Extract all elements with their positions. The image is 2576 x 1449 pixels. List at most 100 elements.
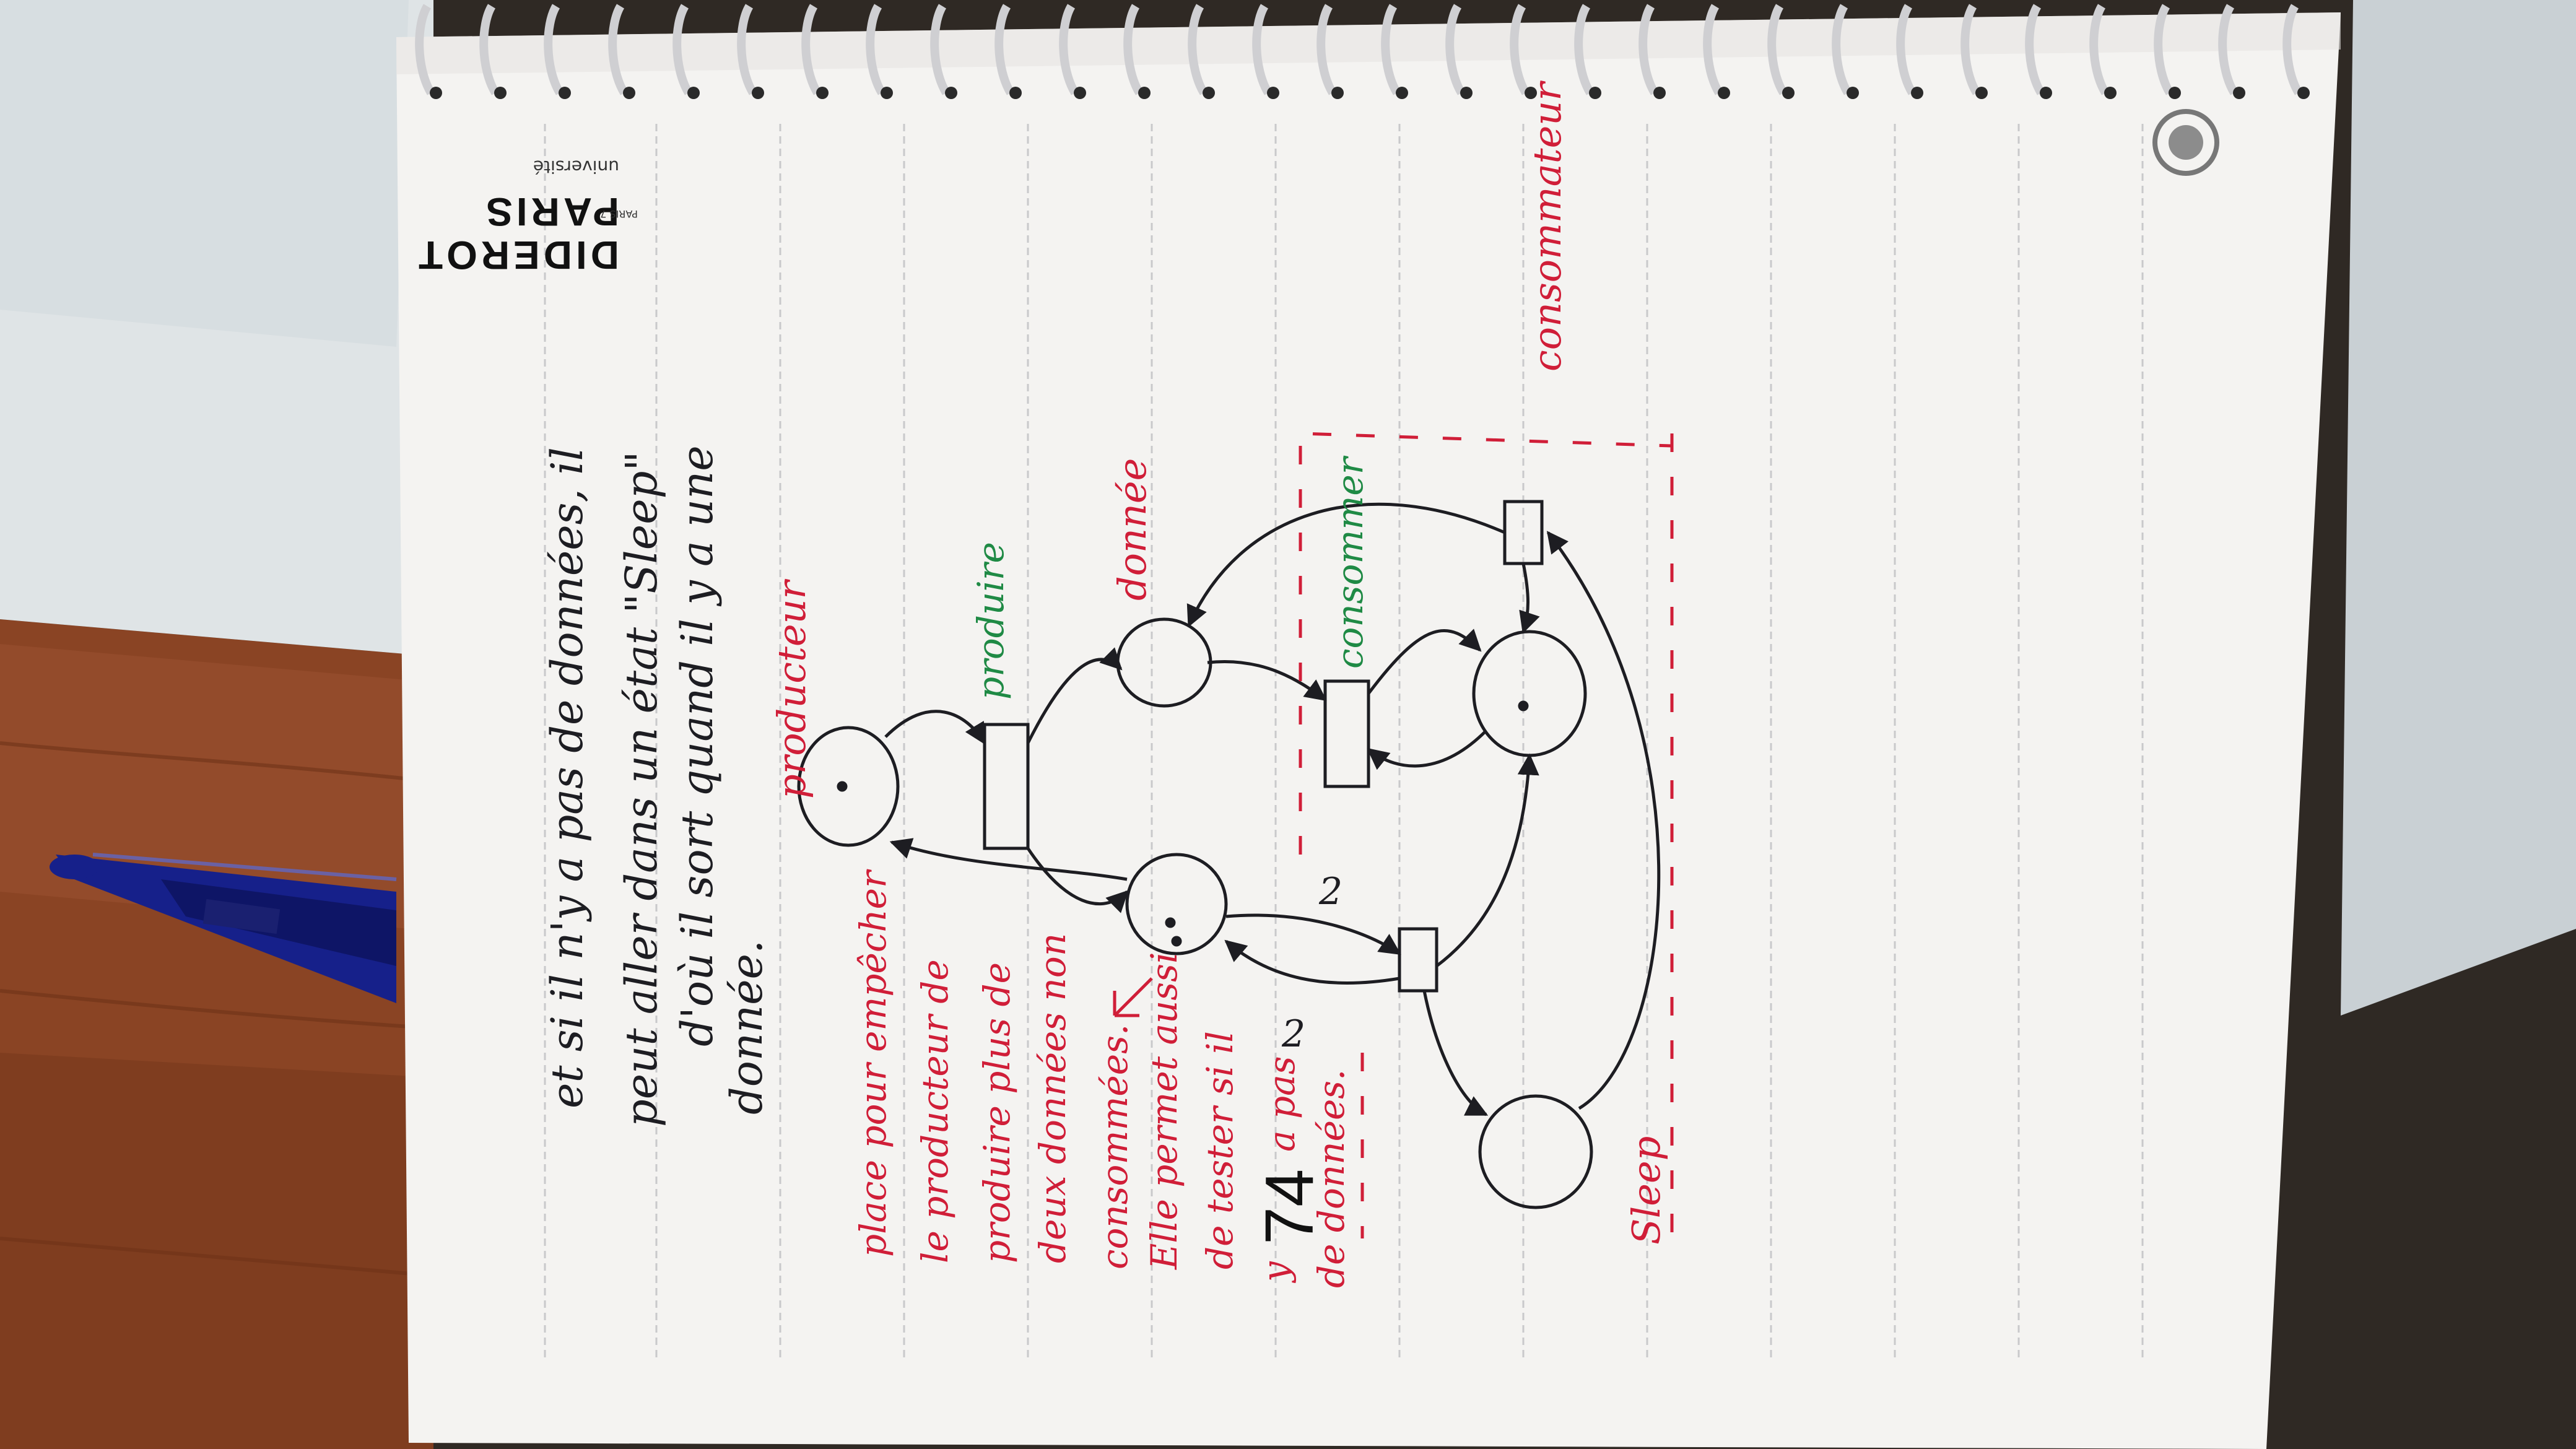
- spiral-ring: [1510, 4, 1530, 95]
- red-y-mark: y: [1255, 1261, 1297, 1284]
- label-donnee: donnée: [1110, 458, 1155, 601]
- spiral-ring: [1832, 4, 1852, 95]
- blue-pen: [50, 853, 397, 1003]
- red-line-3: produire plus de: [976, 962, 1018, 1263]
- spiral-ring: [2025, 4, 2045, 95]
- spiral-hole: [1138, 87, 1151, 99]
- red-line-2: le producteur de: [914, 959, 956, 1263]
- spiral-ring: [2218, 4, 2239, 95]
- label-producteur: producteur: [769, 578, 814, 799]
- spiral-hole: [1396, 87, 1408, 99]
- spiral-hole: [1074, 87, 1086, 99]
- brand-logo: PARIS DIDEROT université PARIS 7: [415, 157, 638, 277]
- transition-produire: [983, 723, 1030, 850]
- spiral-ring: [1896, 4, 1917, 95]
- spiral-binding: [415, 4, 2310, 99]
- spiral-hole: [1460, 87, 1473, 99]
- spiral-hole: [1975, 87, 1988, 99]
- spiral-ring: [801, 4, 822, 95]
- spiral-ring: [1767, 4, 1788, 95]
- spiral-hole: [430, 87, 442, 99]
- spiral-hole: [1525, 87, 1537, 99]
- spiral-ring: [1316, 4, 1337, 95]
- arc-weight-2: 2: [1318, 870, 1342, 913]
- brand-small: PARIS 7: [600, 208, 638, 220]
- consommateur-boundary: [1299, 432, 1674, 1238]
- spiral-ring: [544, 4, 564, 95]
- spiral-ring: [2282, 4, 2303, 95]
- black-handwriting: et si il n'y a pas de données, il peut a…: [542, 445, 772, 1127]
- spiral-ring: [672, 4, 693, 95]
- note-line-2: peut aller dans un état "Sleep": [616, 451, 667, 1127]
- spiral-ring: [1381, 4, 1401, 95]
- spiral-hole: [1718, 87, 1730, 99]
- spiral-hole: [1847, 87, 1859, 99]
- spiral-hole: [1589, 87, 1601, 99]
- spiral-hole: [2104, 87, 2117, 99]
- red-pointer-arrow: [1113, 977, 1153, 1017]
- stamp-logo: [2152, 109, 2219, 176]
- spiral-hole: [1331, 87, 1344, 99]
- red-line-5: consommées.: [1094, 1024, 1136, 1269]
- spiral-hole: [559, 87, 571, 99]
- transition-consommer: [1323, 679, 1370, 788]
- spiral-ring: [866, 4, 886, 95]
- red-line-7: de tester si il: [1199, 1031, 1241, 1269]
- red-line-6: Elle permet aussi: [1143, 952, 1185, 1270]
- spiral-hole: [2233, 87, 2245, 99]
- brand-line1: PARIS: [482, 189, 619, 234]
- spiral-ring: [1574, 4, 1595, 95]
- grid-paper-sheet: [0, 0, 433, 656]
- spiral-hole: [2040, 87, 2052, 99]
- spiral-ring: [737, 4, 757, 95]
- spiral-hole: [1911, 87, 1923, 99]
- page-number: 74: [1251, 1169, 1328, 1245]
- label-produire: produire: [970, 542, 1012, 700]
- wooden-desk: [0, 619, 434, 1449]
- spiral-ring: [608, 4, 629, 95]
- petri-net-diagram: [797, 500, 1661, 1209]
- spiral-ring: [1960, 4, 1981, 95]
- spiral-ring: [1188, 4, 1208, 95]
- brand-line2: DIDEROT: [415, 233, 619, 277]
- spiral-hole: [945, 87, 957, 99]
- red-handwriting: place pour empêcher le producteur de pro…: [852, 869, 1352, 1288]
- spiral-hole: [2297, 87, 2310, 99]
- brand-sub: université: [533, 157, 619, 177]
- spiral-ring: [1059, 4, 1079, 95]
- spiral-hole: [1653, 87, 1666, 99]
- note-line-3: d'où il sort quand il y a une: [672, 445, 723, 1046]
- grid-paper-right: [2341, 0, 2576, 1016]
- red-line-9: de données.: [1310, 1069, 1352, 1289]
- spiral-ring: [930, 4, 951, 95]
- place-producteur: [797, 726, 900, 847]
- label-consommateur: consommateur: [1525, 80, 1570, 372]
- spiral-ring: [1445, 4, 1466, 95]
- spiral-ring: [1703, 4, 1723, 95]
- note-line-4: donnée.: [721, 940, 772, 1115]
- spiral-hole: [623, 87, 635, 99]
- red-line-1: place pour empêcher: [852, 869, 894, 1257]
- spiral-hole: [2169, 87, 2181, 99]
- spiral-ring: [1252, 4, 1273, 95]
- page-ruling: [544, 124, 2144, 1362]
- spiral-hole: [1782, 87, 1795, 99]
- arc-weight-1: 2: [1281, 1012, 1305, 1056]
- spiral-hole: [687, 87, 700, 99]
- spiral-ring: [994, 4, 1015, 95]
- red-line-4: deux données non: [1032, 933, 1074, 1263]
- transition-test: [1398, 927, 1438, 993]
- label-sleep: Sleep: [1624, 1136, 1669, 1245]
- spiral-ring: [1638, 4, 1659, 95]
- spiral-hole: [1009, 87, 1022, 99]
- red-line-8: a pas: [1261, 1056, 1303, 1152]
- spiral-hole: [881, 87, 893, 99]
- spiral-ring: [2154, 4, 2174, 95]
- spiral-ring: [415, 4, 435, 95]
- spiral-hole: [1203, 87, 1215, 99]
- spiral-hole: [816, 87, 829, 99]
- label-consommer: consommer: [1329, 455, 1371, 669]
- spiral-ring: [479, 4, 500, 95]
- spiral-ring: [2089, 4, 2110, 95]
